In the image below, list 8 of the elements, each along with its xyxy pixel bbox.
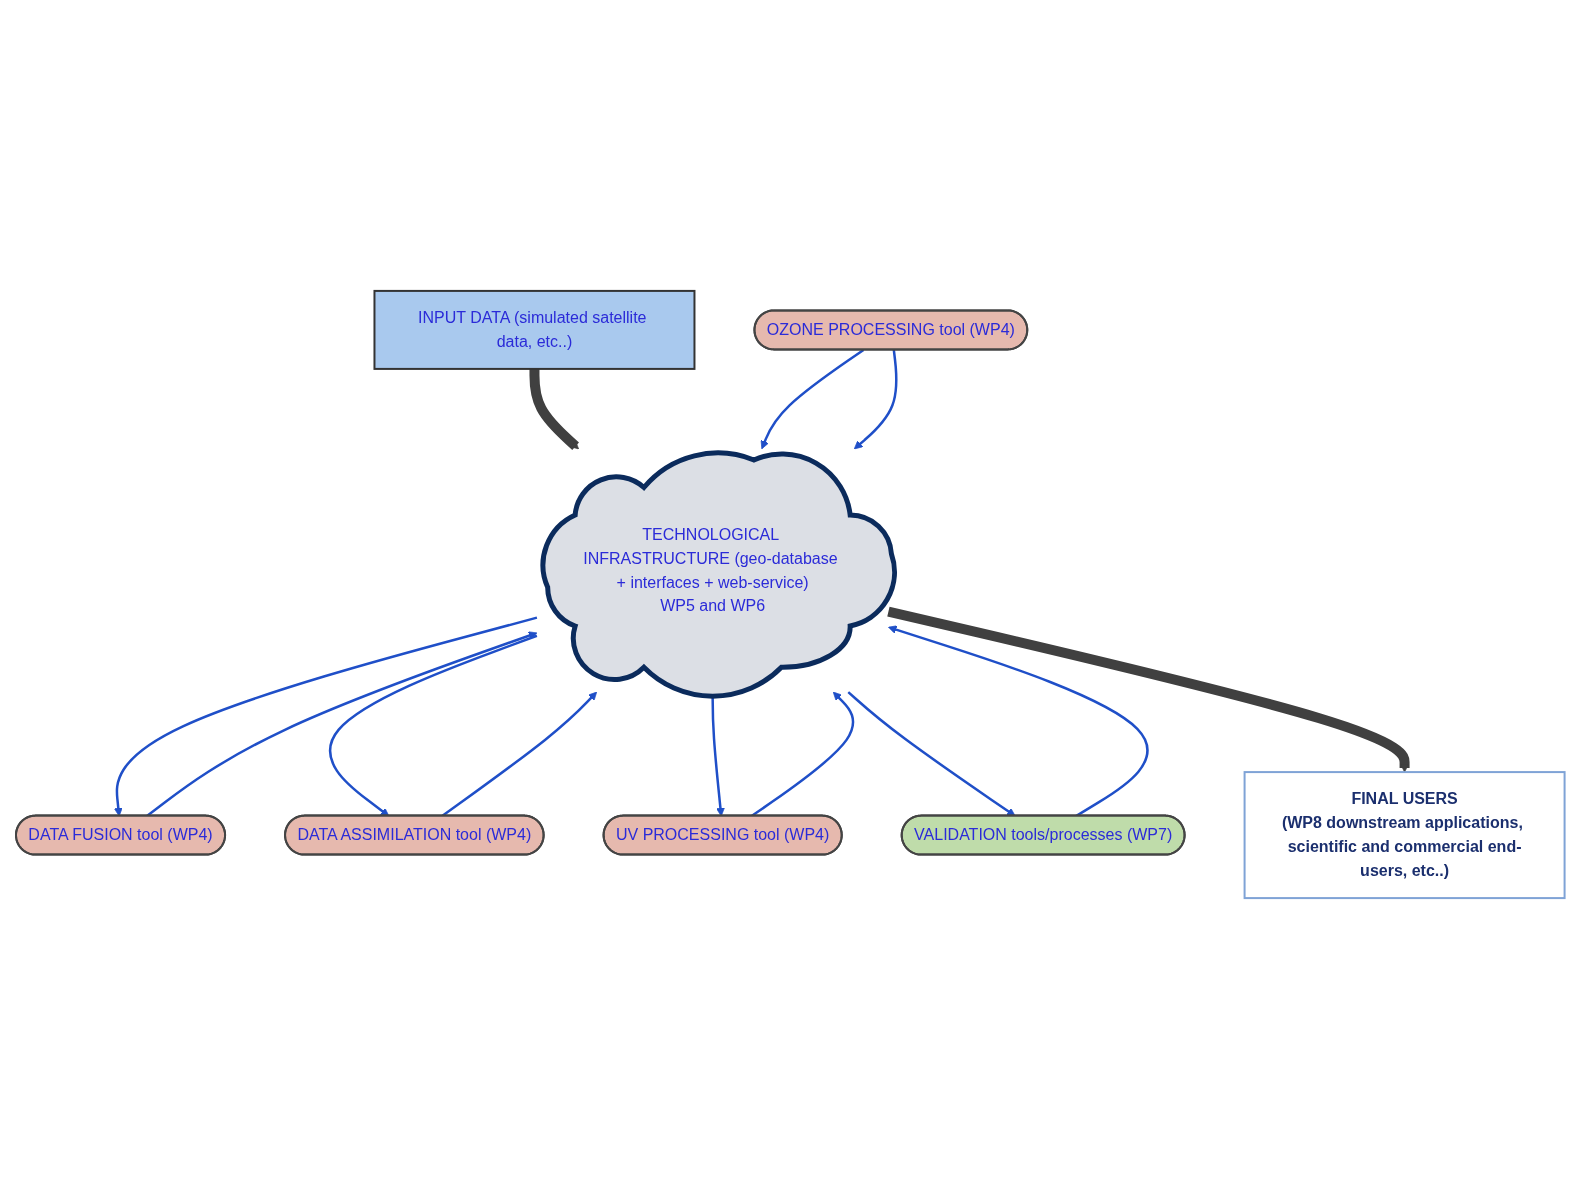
- arrow: [847, 691, 1016, 817]
- node-box: FINAL USERS (WP8 downstream applications, scientific and commercial end-users, etc..): [1243, 771, 1566, 900]
- arrow: [760, 348, 865, 450]
- arrow: [887, 606, 1410, 773]
- arrow: [529, 368, 580, 450]
- arrow: [329, 634, 538, 817]
- node-box: INPUT DATA (simulated satellite data, etc..): [373, 289, 696, 370]
- arrow: [854, 349, 898, 450]
